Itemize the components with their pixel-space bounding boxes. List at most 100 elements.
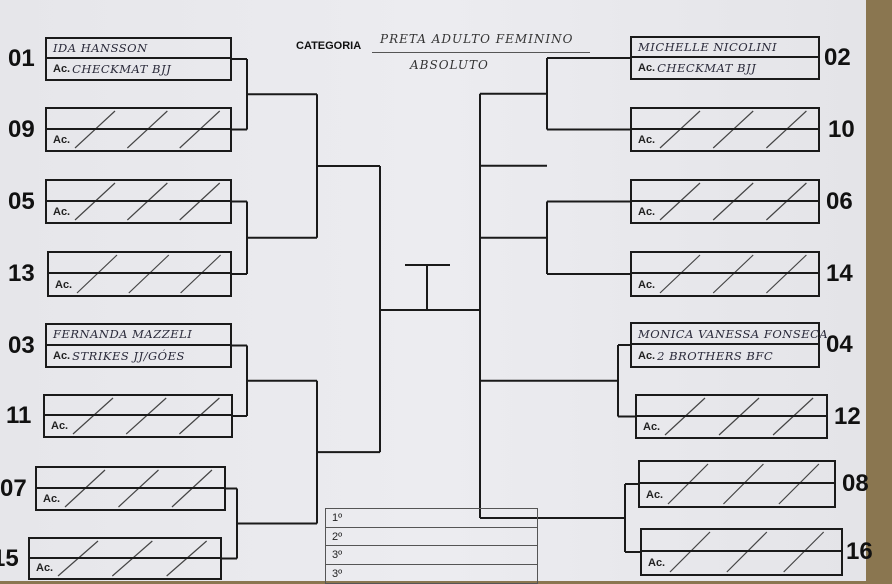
seed-number: 04 xyxy=(826,331,853,358)
academy-prefix: Ac. xyxy=(648,557,666,569)
strike-mark xyxy=(125,397,167,435)
strike-mark xyxy=(64,469,106,508)
bracket-slot-02[interactable]: MICHELLE NICOLINI Ac.CHECKMAT BJJ xyxy=(630,36,820,80)
bracket-slot-09[interactable]: Ac. xyxy=(45,107,232,152)
strike-mark xyxy=(718,397,760,436)
competitor-name-row xyxy=(632,181,818,202)
seed-number: 12 xyxy=(834,402,861,430)
strike-mark xyxy=(765,110,807,149)
academy-prefix: Ac. xyxy=(53,63,71,75)
strike-mark xyxy=(118,469,159,508)
bracket-slot-08[interactable]: Ac. xyxy=(638,460,836,508)
academy-name: CHECKMAT BJJ xyxy=(657,61,757,75)
strike-mark xyxy=(669,531,711,573)
bracket-slot-06[interactable]: Ac. xyxy=(630,179,820,224)
seed-number: 02 xyxy=(824,44,851,71)
strike-mark xyxy=(723,463,764,505)
competitor-name-row: IDA HANSSON xyxy=(47,39,230,59)
academy-prefix: Ac. xyxy=(643,420,661,433)
competitor-name: MICHELLE NICOLINI xyxy=(638,40,777,54)
category-subvalue: ABSOLUTO xyxy=(410,58,489,72)
strike-mark xyxy=(726,531,768,573)
academy-row: Ac.2 BROTHERS BFC xyxy=(632,345,818,366)
strike-mark xyxy=(111,540,153,577)
academy-prefix: Ac. xyxy=(51,420,69,432)
academy-row: Ac.CHECKMAT BJJ xyxy=(47,59,230,79)
competitor-name-row xyxy=(637,396,826,417)
academy-prefix: Ac. xyxy=(638,62,656,74)
academy-row: Ac. xyxy=(47,130,230,151)
academy-row: Ac. xyxy=(632,202,818,223)
strike-mark xyxy=(74,182,116,221)
strike-mark xyxy=(74,110,116,149)
strike-mark xyxy=(76,254,118,294)
bracket-slot-14[interactable]: Ac. xyxy=(630,251,820,297)
bracket-slot-04[interactable]: MONICA VANESSA FONSECA Ac.2 BROTHERS BFC xyxy=(630,322,828,368)
seed-number: 10 xyxy=(828,115,855,143)
seed-number: 15 xyxy=(0,544,19,572)
strike-mark xyxy=(72,397,114,435)
academy-name: STRIKES JJ/GÓES xyxy=(72,348,185,363)
bracket-slot-12[interactable]: Ac. xyxy=(635,394,828,439)
academy-prefix: Ac. xyxy=(646,489,664,501)
competitor-name-row xyxy=(632,253,818,274)
competitor-name-row xyxy=(30,539,220,559)
seed-number: 03 xyxy=(8,331,35,359)
podium-third-2: 3º xyxy=(332,567,343,580)
bracket-slot-11[interactable]: Ac. xyxy=(43,394,233,438)
strike-mark xyxy=(712,110,754,149)
strike-mark xyxy=(659,110,701,149)
podium-first: 1º xyxy=(326,509,537,528)
podium-second: 2º xyxy=(326,528,537,546)
academy-row: Ac. xyxy=(632,130,818,151)
competitor-name-row xyxy=(47,181,230,202)
bracket-slot-05[interactable]: Ac. xyxy=(45,179,232,224)
competitor-name-row xyxy=(640,462,834,484)
bracket-slot-16[interactable]: Ac. xyxy=(640,528,843,576)
strike-mark xyxy=(57,540,99,577)
competitor-name-row xyxy=(632,109,818,130)
category-value: PRETA ADULTO FEMININO xyxy=(380,32,574,46)
strike-mark xyxy=(126,110,168,149)
academy-name: CHECKMAT BJJ xyxy=(72,62,172,76)
competitor-name-row xyxy=(642,530,841,552)
competitor-name-row xyxy=(49,253,230,274)
bracket-slot-10[interactable]: Ac. xyxy=(630,107,820,152)
academy-row: Ac. xyxy=(642,552,841,574)
bracket-slot-13[interactable]: Ac. xyxy=(47,251,232,297)
competitor-name-row: MICHELLE NICOLINI xyxy=(632,38,818,58)
academy-prefix: Ac. xyxy=(36,562,54,575)
bracket-slot-15[interactable]: Ac. xyxy=(28,537,222,580)
strike-mark xyxy=(667,463,709,505)
academy-prefix: Ac. xyxy=(53,205,71,218)
academy-prefix: Ac. xyxy=(43,492,61,505)
academy-prefix: Ac. xyxy=(638,133,656,146)
podium-third: 3º xyxy=(326,546,537,565)
academy-row: Ac. xyxy=(632,274,818,295)
seed-number: 13 xyxy=(8,260,35,287)
bracket-slot-01[interactable]: IDA HANSSON Ac.CHECKMAT BJJ xyxy=(45,37,232,81)
competitor-name-row: FERNANDA MAZZELI xyxy=(47,325,230,346)
academy-prefix: Ac. xyxy=(53,133,71,146)
strike-mark xyxy=(659,182,701,221)
academy-row: Ac. xyxy=(47,202,230,223)
bracket-slot-07[interactable]: Ac. xyxy=(35,466,226,511)
academy-prefix: Ac. xyxy=(53,349,71,362)
academy-row: Ac. xyxy=(45,416,231,436)
competitor-name: MONICA VANESSA FONSECA xyxy=(638,326,829,341)
seed-number: 11 xyxy=(6,402,32,429)
academy-prefix: Ac. xyxy=(55,278,73,291)
seed-number: 06 xyxy=(826,187,853,215)
strike-mark xyxy=(166,540,208,577)
strike-mark xyxy=(778,463,820,505)
strike-mark xyxy=(765,182,807,221)
seed-number: 16 xyxy=(846,538,873,565)
podium-table: 1º 2º 3º 3º xyxy=(325,508,538,584)
category-label: CATEGORIA xyxy=(296,40,362,52)
academy-prefix: Ac. xyxy=(638,205,656,218)
academy-row: Ac. xyxy=(37,489,224,510)
strike-mark xyxy=(659,254,701,294)
seed-number: 09 xyxy=(8,115,35,143)
strike-mark xyxy=(712,182,754,221)
bracket-slot-03[interactable]: FERNANDA MAZZELI Ac.STRIKES JJ/GÓES xyxy=(45,323,232,368)
